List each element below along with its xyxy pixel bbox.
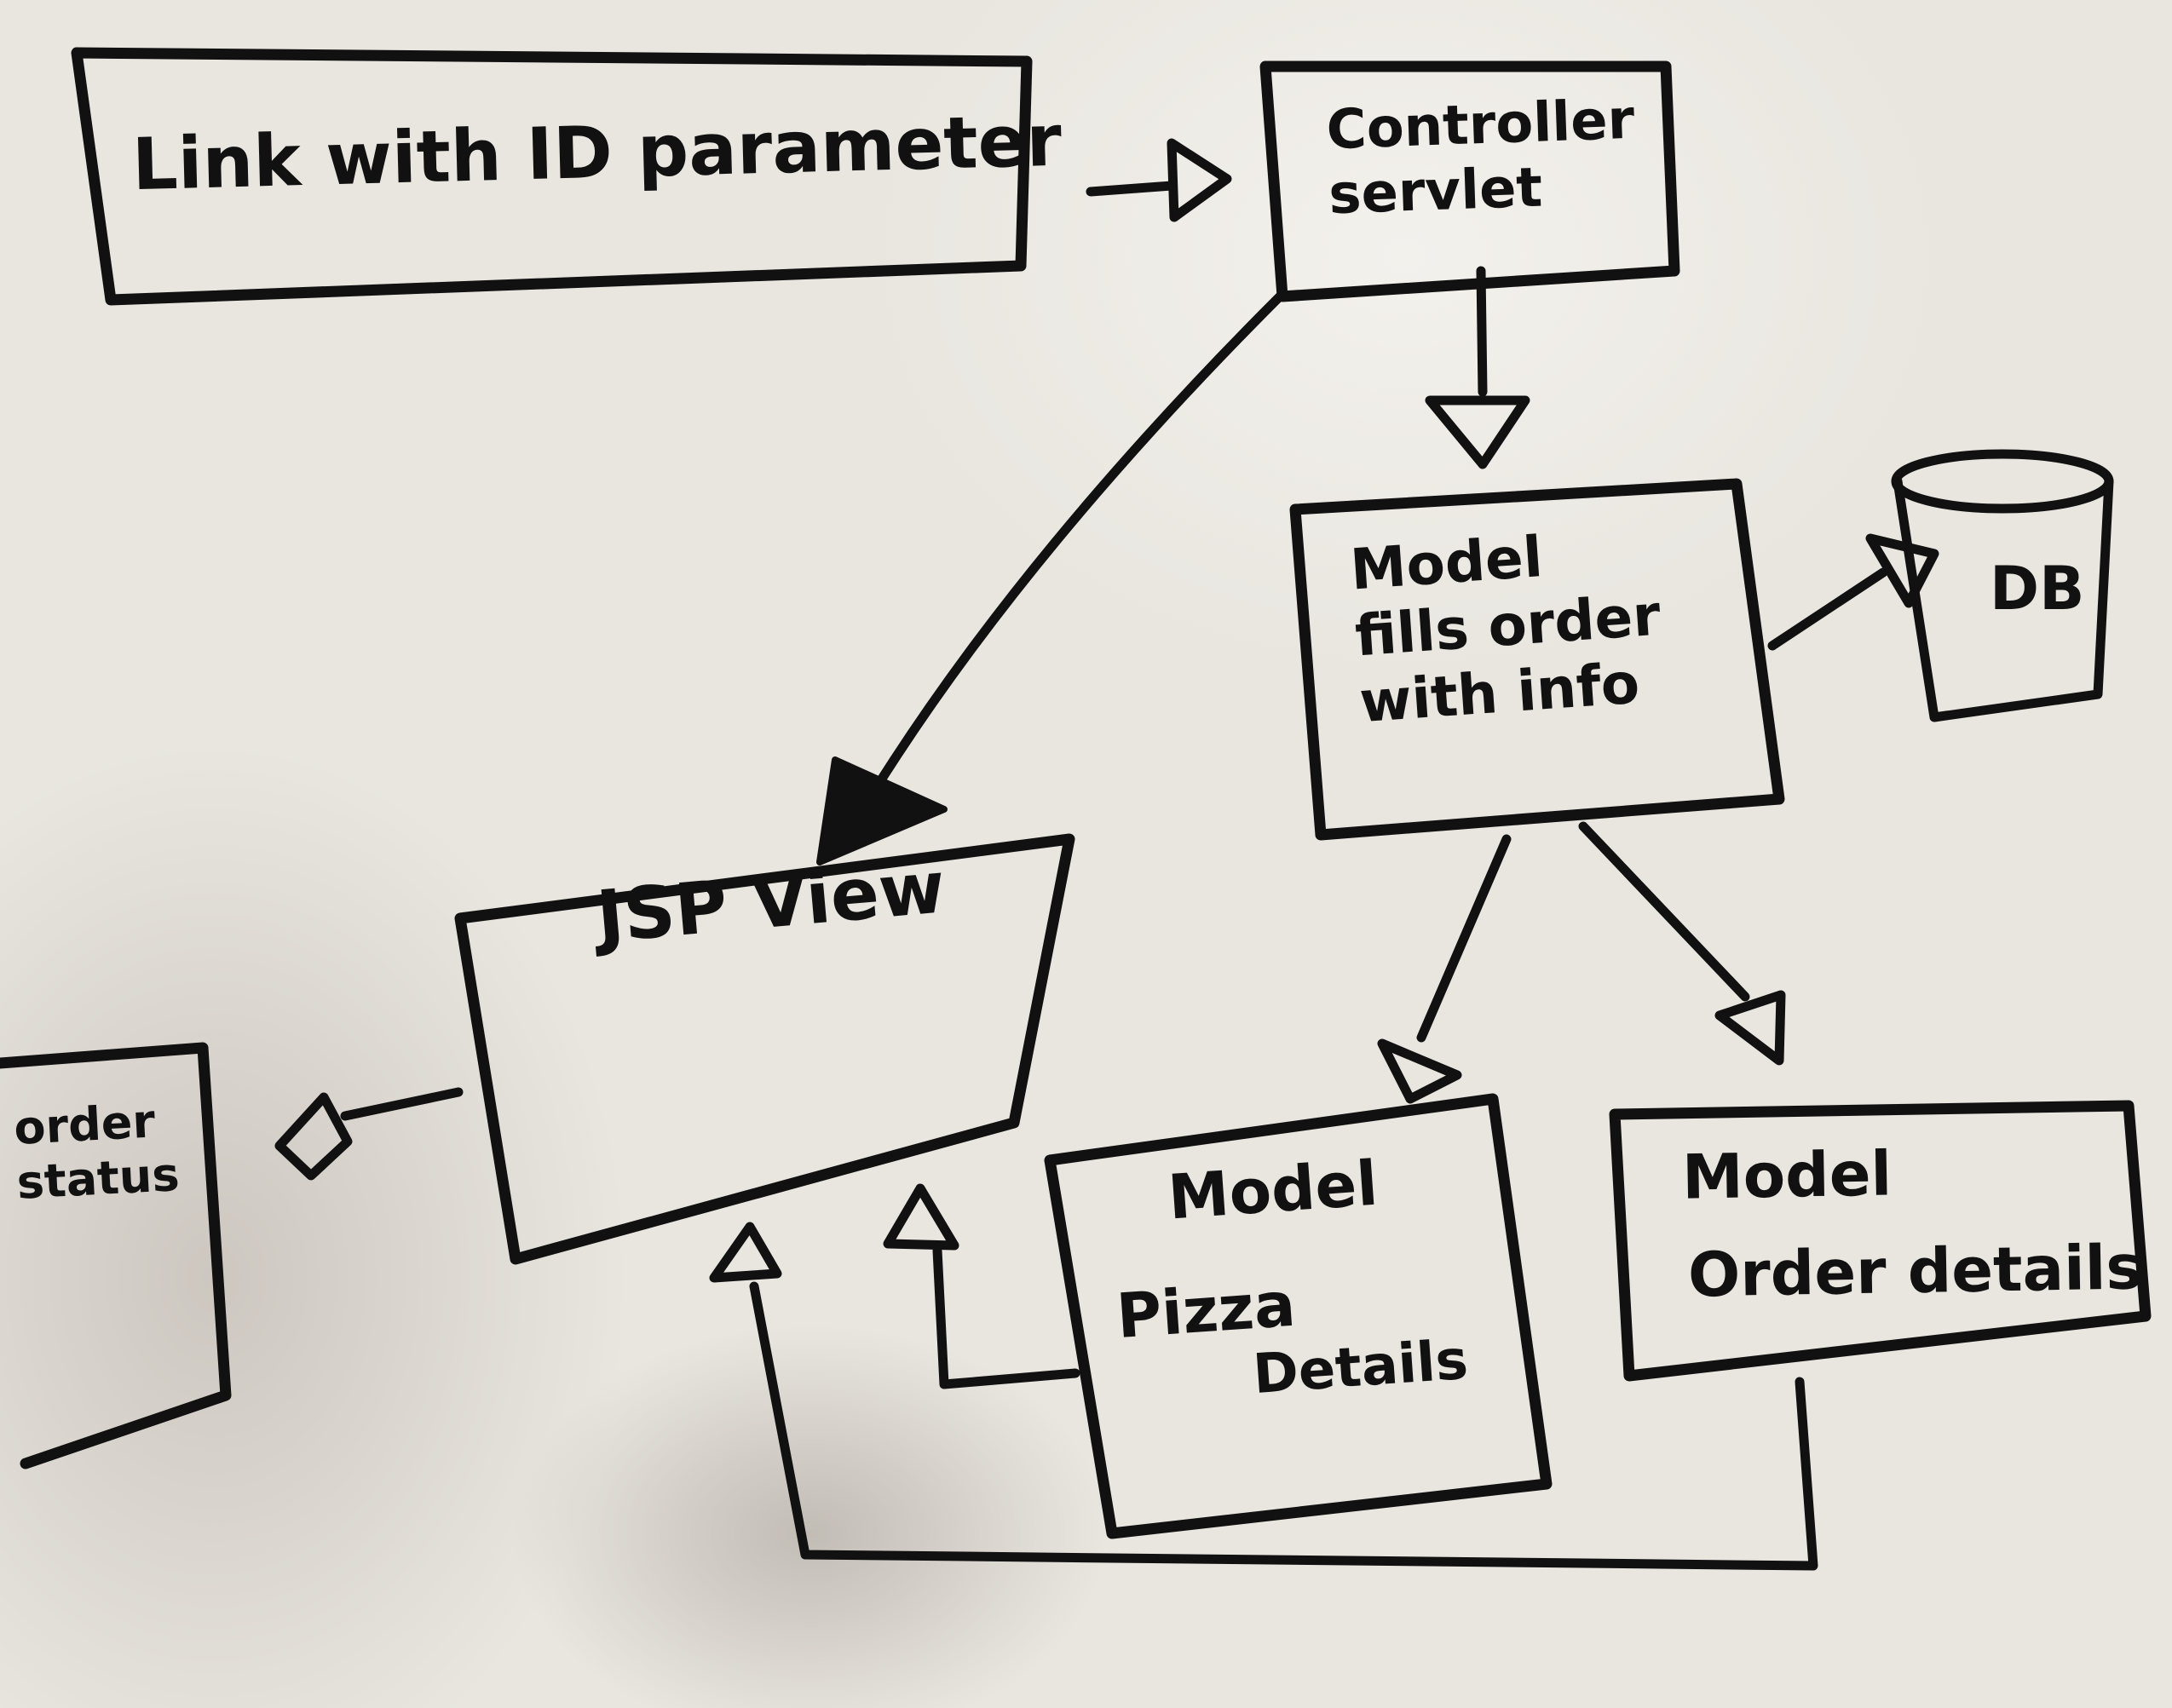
link-box (71, 47, 1033, 306)
order-status-line1: order (12, 1094, 157, 1155)
edge-link-to-controller (1086, 138, 1232, 222)
controller-label: Controller servlet (1325, 89, 1638, 228)
edge-jsp-view-to-order-status (274, 1087, 464, 1181)
edge-order-details-to-jsp-view (709, 1222, 1818, 1571)
model-order-line1: Order details (1687, 1231, 2143, 1311)
controller-line2: servlet (1328, 156, 1544, 227)
order-status-label: order status (13, 1093, 181, 1210)
edge-model-to-db (1767, 533, 1939, 651)
model-order-title: Model (1681, 1137, 1893, 1213)
model-pizza-box (1044, 1093, 1553, 1539)
jsp-view-box (454, 833, 1075, 1265)
model-order-label: Model Order details (1681, 1133, 2143, 1311)
edge-model-to-model-pizza (1377, 834, 1512, 1104)
order-status-line2: status (15, 1147, 181, 1210)
model-main-label: Model fills order with info (1348, 516, 1667, 736)
order-status-box (0, 1042, 232, 1469)
db-label: DB (1990, 554, 2085, 624)
model-order-box (1609, 1100, 2152, 1382)
controller-line1: Controller (1325, 88, 1636, 163)
edge-model-to-model-order (1578, 821, 1786, 1066)
controller-box (1259, 60, 1680, 302)
model-pizza-label: Model Pizza Details (1115, 1142, 1470, 1413)
edge-pizza-to-jsp-view (883, 1183, 1080, 1389)
model-main-box (1289, 478, 1785, 841)
edge-controller-to-jsp-view (816, 291, 1285, 866)
edge-controller-to-model (1425, 266, 1530, 469)
